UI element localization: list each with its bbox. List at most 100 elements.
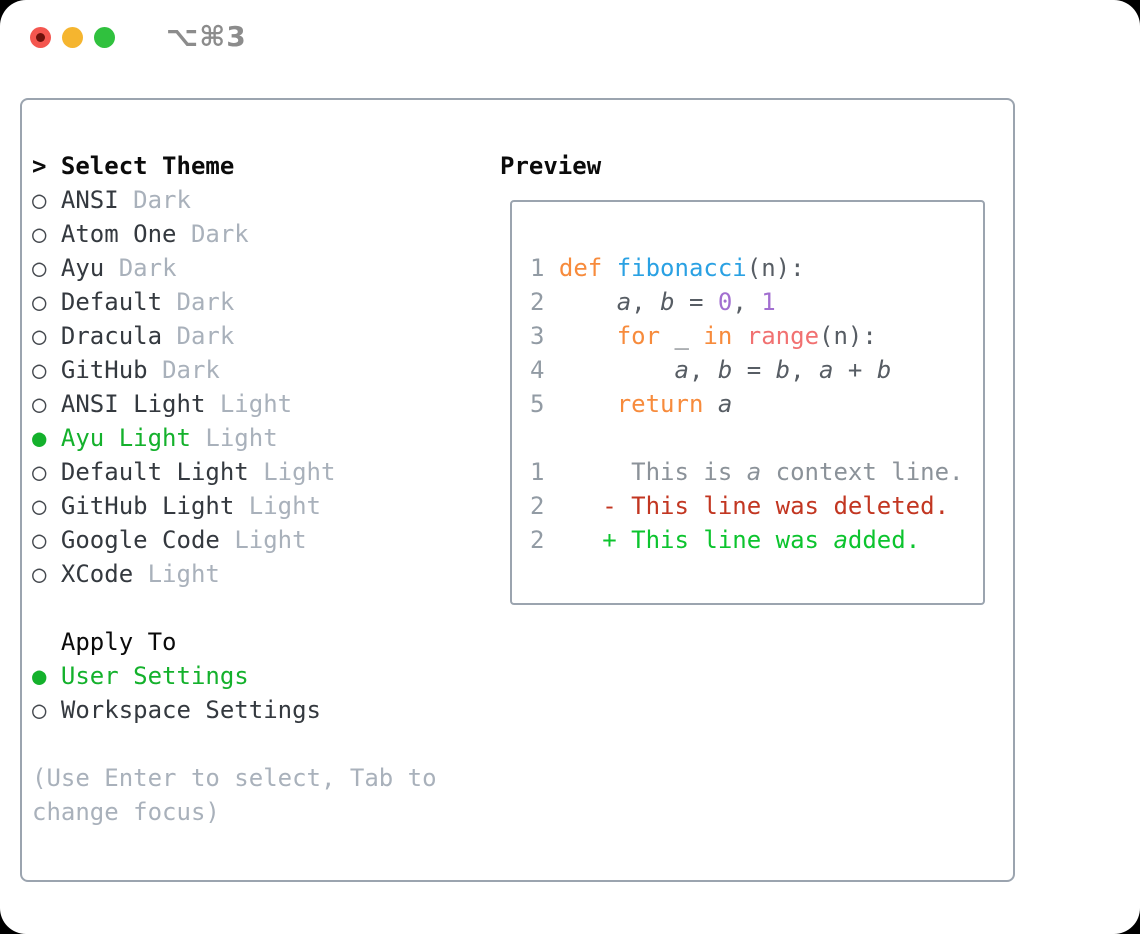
theme-option-ayu-light-light[interactable]: ● Ayu Light Light (32, 421, 437, 455)
code-token (544, 322, 616, 350)
radio-unselected-icon: ○ (32, 220, 47, 248)
theme-option-dracula-dark[interactable]: ○ Dracula Dark (32, 319, 437, 353)
apply-option-workspace-settings[interactable]: ○ Workspace Settings (32, 693, 437, 727)
code-token: a (616, 288, 632, 316)
code-token (544, 458, 631, 486)
radio-unselected-icon: ○ (32, 186, 47, 214)
hint-text-line: (Use Enter to select, Tab to (32, 761, 437, 795)
theme-variant: Dark (162, 356, 220, 384)
theme-option-atom-one-dark[interactable]: ○ Atom One Dark (32, 217, 437, 251)
code-line: 3 for _ in range(n): (530, 319, 964, 353)
code-token: range (746, 322, 820, 350)
code-line: 1 def fibonacci(n): (530, 251, 964, 285)
code-token: def (558, 254, 617, 282)
theme-option-default-light-light[interactable]: ○ Default Light Light (32, 455, 437, 489)
code-token (544, 288, 616, 316)
theme-option-ayu-dark[interactable]: ○ Ayu Dark (32, 251, 437, 285)
line-number: 2 (530, 492, 545, 520)
apply-option-label: User Settings (60, 662, 249, 690)
theme-name: Atom One (60, 220, 177, 248)
theme-variant: Dark (133, 186, 191, 214)
close-button[interactable] (30, 27, 51, 48)
window-shortcut-label: ⌥⌘3 (166, 20, 247, 53)
line-number: 5 (530, 390, 545, 418)
minimize-button[interactable] (62, 27, 83, 48)
diff-added-line: 2 + This line was added. (530, 523, 964, 557)
theme-variant: Light (234, 526, 307, 554)
diff-deleted-line: 2 - This line was deleted. (530, 489, 964, 523)
apply-option-user-settings[interactable]: ● User Settings (32, 659, 437, 693)
theme-option-ansi-dark[interactable]: ○ ANSI Dark (32, 183, 437, 217)
code-token: + This line was (602, 526, 834, 554)
line-number: 2 (530, 288, 545, 316)
zoom-button[interactable] (94, 27, 115, 48)
line-number: 1 (530, 254, 545, 282)
code-token: _ (660, 322, 704, 350)
radio-unselected-icon: ○ (32, 458, 47, 486)
radio-unselected-icon: ○ (32, 288, 47, 316)
theme-name: XCode (60, 560, 134, 588)
theme-variant: Dark (118, 254, 177, 282)
theme-list-title: Select Theme (60, 152, 235, 180)
theme-option-default-dark[interactable]: ○ Default Dark (32, 285, 437, 319)
theme-name: Google Code (60, 526, 220, 554)
code-token: b (876, 356, 892, 384)
code-token: 1 (761, 288, 776, 316)
code-token: This is (631, 458, 747, 486)
blank-line (530, 421, 964, 455)
code-token: = (732, 356, 776, 384)
code-token: (n): (819, 322, 877, 350)
code-token: b (660, 288, 675, 316)
theme-name: ANSI (60, 186, 119, 214)
preview-header: Preview (500, 152, 602, 180)
spacer-row (32, 727, 437, 761)
code-token: , (732, 288, 762, 316)
theme-variant: Light (219, 390, 293, 418)
radio-unselected-icon: ○ (32, 254, 47, 282)
theme-name: Default (60, 288, 163, 316)
theme-variant: Dark (176, 288, 235, 316)
theme-name: GitHub (60, 356, 148, 384)
radio-unselected-icon: ○ (32, 356, 47, 384)
code-token: a (819, 356, 834, 384)
code-token: fibonacci (616, 254, 747, 282)
code-token: for (616, 322, 661, 350)
apply-to-header: Apply To (32, 625, 437, 659)
theme-variant: Light (147, 560, 220, 588)
theme-option-google-code-light[interactable]: ○ Google Code Light (32, 523, 437, 557)
line-number: 2 (530, 526, 545, 554)
line-number: 4 (530, 356, 545, 384)
theme-variant: Dark (176, 322, 235, 350)
theme-option-xcode-light[interactable]: ○ XCode Light (32, 557, 437, 591)
code-line: 2 a, b = 0, 1 (530, 285, 964, 319)
theme-option-ansi-light-light[interactable]: ○ ANSI Light Light (32, 387, 437, 421)
theme-variant: Light (205, 424, 278, 452)
code-token: 0 (717, 288, 733, 316)
theme-option-github-light-light[interactable]: ○ GitHub Light Light (32, 489, 437, 523)
diff-context-line: 1 This is a context line. (530, 455, 964, 489)
line-number: 1 (530, 458, 545, 486)
theme-name: Ayu (60, 254, 105, 282)
code-token: in (703, 322, 733, 350)
code-token: a (717, 390, 733, 418)
code-token (544, 254, 558, 282)
code-token: return (616, 390, 704, 418)
titlebar: ⌥⌘3 (0, 0, 1140, 74)
hint-text: (Use Enter to select, Tab to (32, 764, 437, 792)
code-token (703, 390, 717, 418)
code-token: b (775, 356, 791, 384)
theme-name: Default Light (60, 458, 249, 486)
radio-unselected-icon: ○ (32, 526, 47, 554)
code-token (544, 492, 602, 520)
radio-unselected-icon: ○ (32, 696, 47, 724)
preview-pane (510, 200, 985, 605)
theme-variant: Light (248, 492, 321, 520)
radio-unselected-icon: ○ (32, 560, 47, 588)
theme-option-github-dark[interactable]: ○ GitHub Dark (32, 353, 437, 387)
theme-list-header: > Select Theme (32, 149, 437, 183)
code-line: 4 a, b = b, a + b (530, 353, 964, 387)
radio-selected-icon: ● (32, 662, 47, 690)
code-token: context line. (761, 458, 964, 486)
code-token: b (717, 356, 733, 384)
